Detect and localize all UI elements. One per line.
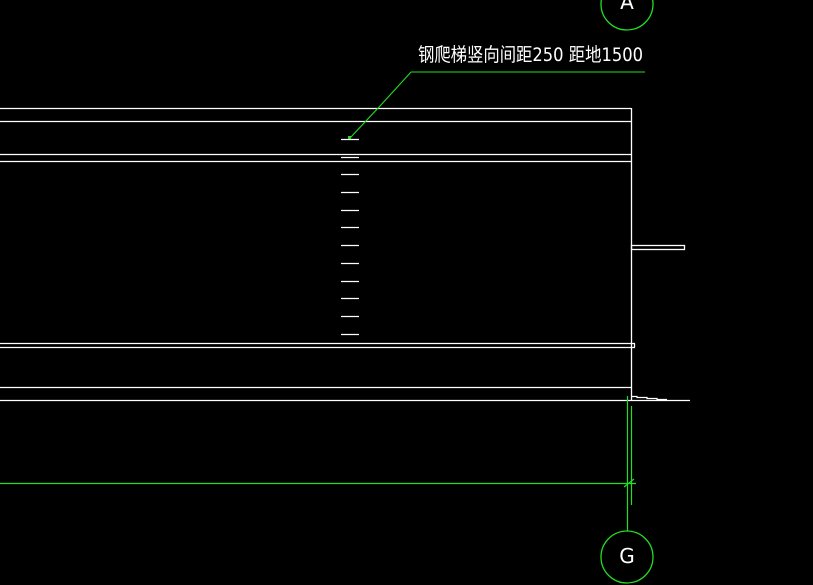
ladder-annotation-text: 钢爬梯竖向间距250 距地1500 <box>418 44 644 66</box>
annotation-leader <box>348 71 645 139</box>
axis-bubble-g[interactable] <box>600 530 654 584</box>
steel-ladder-rungs <box>341 138 359 336</box>
axis-label-a: A <box>620 0 634 14</box>
ground-step-detail <box>632 395 667 401</box>
top-beam <box>0 107 631 163</box>
wall-projection <box>630 244 686 251</box>
floor-slab <box>0 386 690 402</box>
axis-bubble-a[interactable] <box>600 0 654 31</box>
middle-beam <box>0 342 636 349</box>
axis-label-g: G <box>619 544 635 568</box>
axis-lines <box>0 396 636 531</box>
